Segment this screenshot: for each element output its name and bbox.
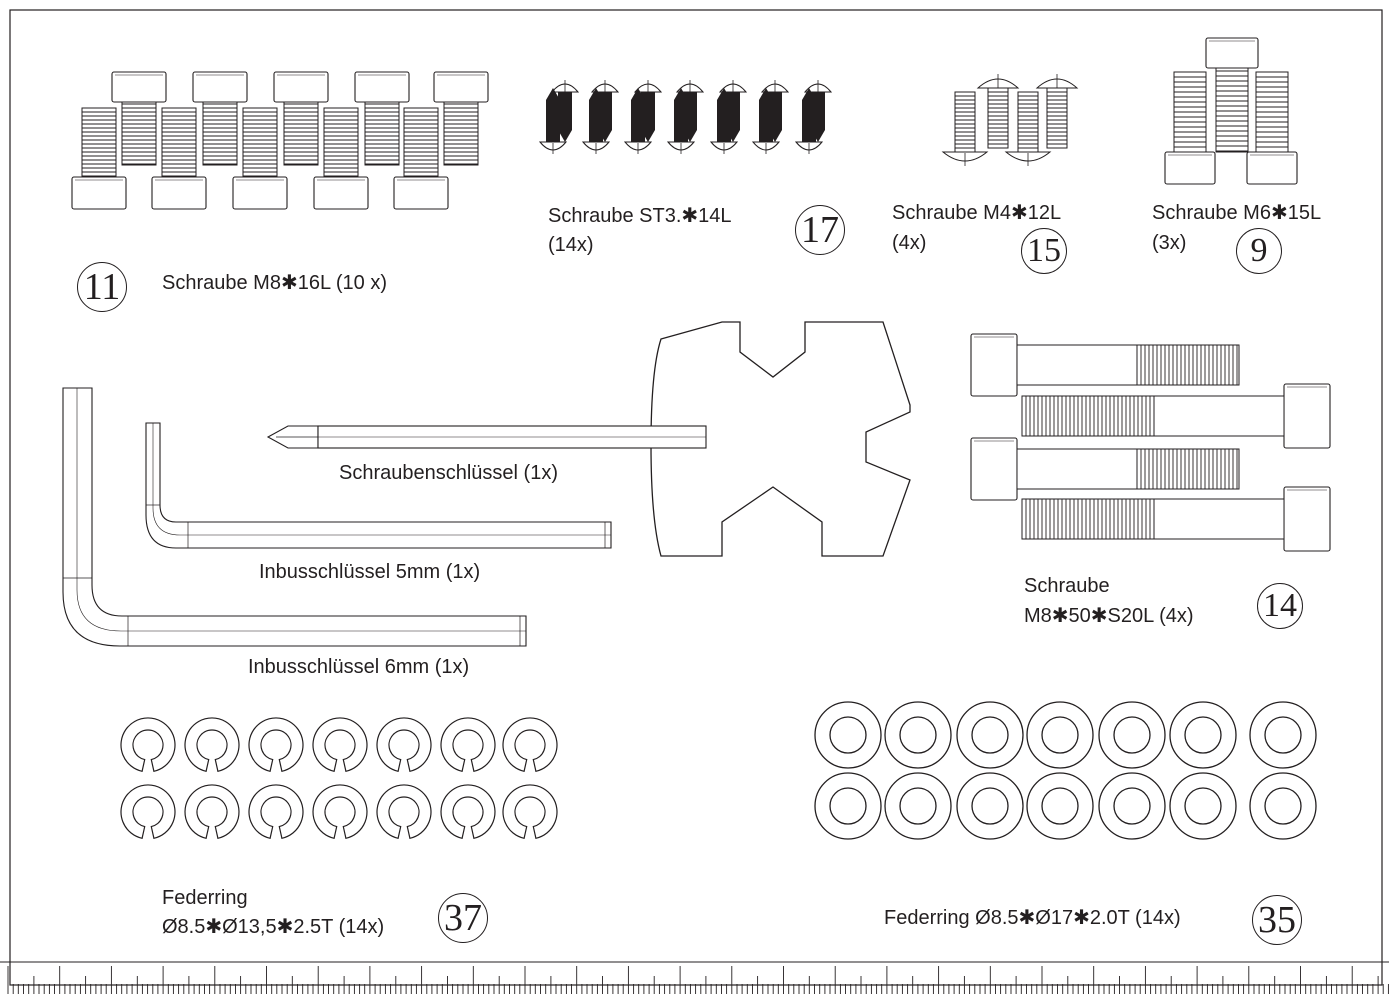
screw-m4-12-illustration	[941, 74, 1079, 166]
label-bolt-m8-50-line1: Schraube	[1024, 575, 1110, 597]
bolt-m8-16-illustration	[71, 71, 489, 210]
bolt-m8-50-illustration	[970, 333, 1331, 552]
flat-washer-illustration	[814, 701, 1317, 840]
label-allen-5mm: Inbusschlüssel 5mm (1x)	[259, 561, 481, 583]
bolt-m6-15-illustration	[1164, 37, 1298, 185]
part-number-9: 9	[1236, 228, 1282, 274]
allen-6mm-illustration	[62, 387, 527, 647]
label-screw-st3-14-line1: Schraube ST3.✱14L	[548, 205, 732, 227]
label-screw-st3-14-line2: (14x)	[548, 234, 594, 256]
ruler	[0, 961, 1389, 994]
label-spring-washer-line2: Ø8.5✱Ø13,5✱2.5T (14x)	[162, 916, 385, 938]
part-number-35: 35	[1252, 895, 1302, 945]
label-screw-m4-12-line1: Schraube M4✱12L	[892, 202, 1062, 224]
spring-washer-illustration	[120, 717, 558, 840]
label-spring-washer-line1: Federring	[162, 887, 248, 909]
part-number-11: 11	[77, 262, 127, 312]
label-allen-6mm: Inbusschlüssel 6mm (1x)	[248, 656, 470, 678]
wrench-illustration	[266, 321, 911, 557]
label-bolt-m6-15-line2: (3x)	[1152, 232, 1187, 254]
part-number-17: 17	[795, 205, 845, 255]
screw-st3-14-illustration	[538, 80, 833, 154]
label-wrench: Schraubenschlüssel (1x)	[339, 462, 558, 484]
label-flat-washer: Federring Ø8.5✱Ø17✱2.0T (14x)	[884, 907, 1181, 929]
label-bolt-m6-15-line1: Schraube M6✱15L	[1152, 202, 1322, 224]
part-number-37: 37	[438, 893, 488, 943]
allen-5mm-illustration	[145, 422, 612, 549]
part-number-15: 15	[1021, 228, 1067, 274]
label-bolt-m8-16: Schraube M8✱16L (10 x)	[162, 272, 388, 294]
label-screw-m4-12-line2: (4x)	[892, 232, 927, 254]
label-bolt-m8-50-line2: M8✱50✱S20L (4x)	[1024, 605, 1194, 627]
part-number-14: 14	[1257, 583, 1303, 629]
